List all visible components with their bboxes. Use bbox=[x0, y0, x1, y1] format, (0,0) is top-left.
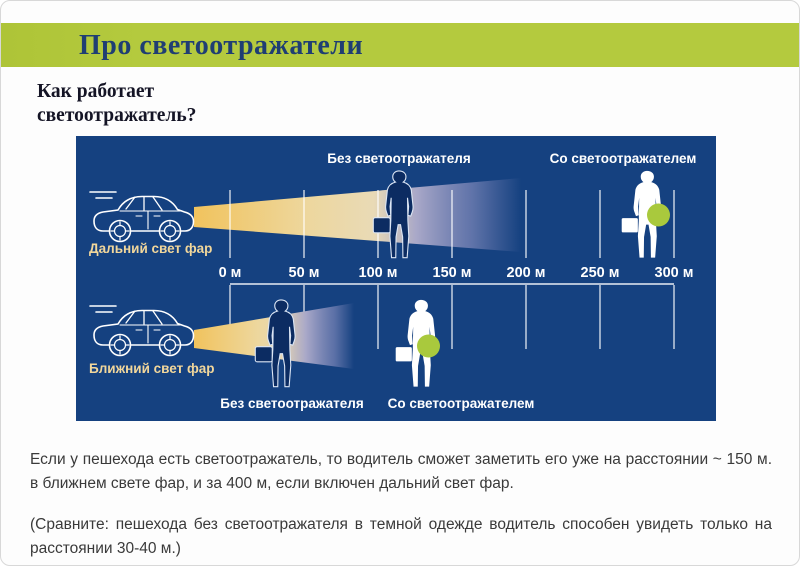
reflector-dot-top bbox=[647, 203, 670, 227]
label-high-beam-car: Дальний свет фар bbox=[89, 241, 212, 256]
scale-tick-150m: 150 м bbox=[433, 265, 472, 281]
scale-tick-100m: 100 м bbox=[359, 265, 398, 281]
label-low-beam-car: Ближний свет фар bbox=[89, 361, 215, 376]
scale-tick-0m: 0 м bbox=[219, 265, 242, 281]
scale-tick-250m: 250 м bbox=[581, 265, 620, 281]
paragraph-visibility-distances: Если у пешехода есть светоотражатель, то… bbox=[30, 451, 772, 492]
distance-scale-labels: 0 м 50 м 100 м 150 м 200 м 250 м 300 м bbox=[219, 265, 694, 281]
subtitle: Как работает светоотражатель? bbox=[37, 80, 196, 128]
scale-tick-300m: 300 м bbox=[655, 265, 694, 281]
subtitle-line-2: светоотражатель? bbox=[37, 105, 197, 126]
paragraph-comparison: (Сравните: пешехода без светоотражателя … bbox=[30, 516, 772, 557]
label-no-reflector-top: Без светоотражателя bbox=[327, 151, 470, 166]
page-title: Про светоотражатели bbox=[79, 30, 364, 61]
scale-tick-200m: 200 м bbox=[507, 265, 546, 281]
high-beam-light-cone bbox=[194, 178, 521, 252]
label-with-reflector-bottom: Со светоотражателем bbox=[388, 396, 535, 411]
label-with-reflector-top: Со светоотражателем bbox=[550, 151, 697, 166]
label-no-reflector-bottom: Без светоотражателя bbox=[220, 396, 363, 411]
reflector-infographic: Без светоотражателя Со светоотражателем … bbox=[76, 136, 716, 421]
scale-tick-50m: 50 м bbox=[289, 265, 320, 281]
reflector-dot-bottom bbox=[417, 334, 440, 358]
explanatory-text: Если у пешехода есть светоотражатель, то… bbox=[30, 448, 772, 561]
subtitle-line-1: Как работает bbox=[37, 81, 155, 102]
title-band: Про светоотражатели bbox=[1, 23, 799, 67]
